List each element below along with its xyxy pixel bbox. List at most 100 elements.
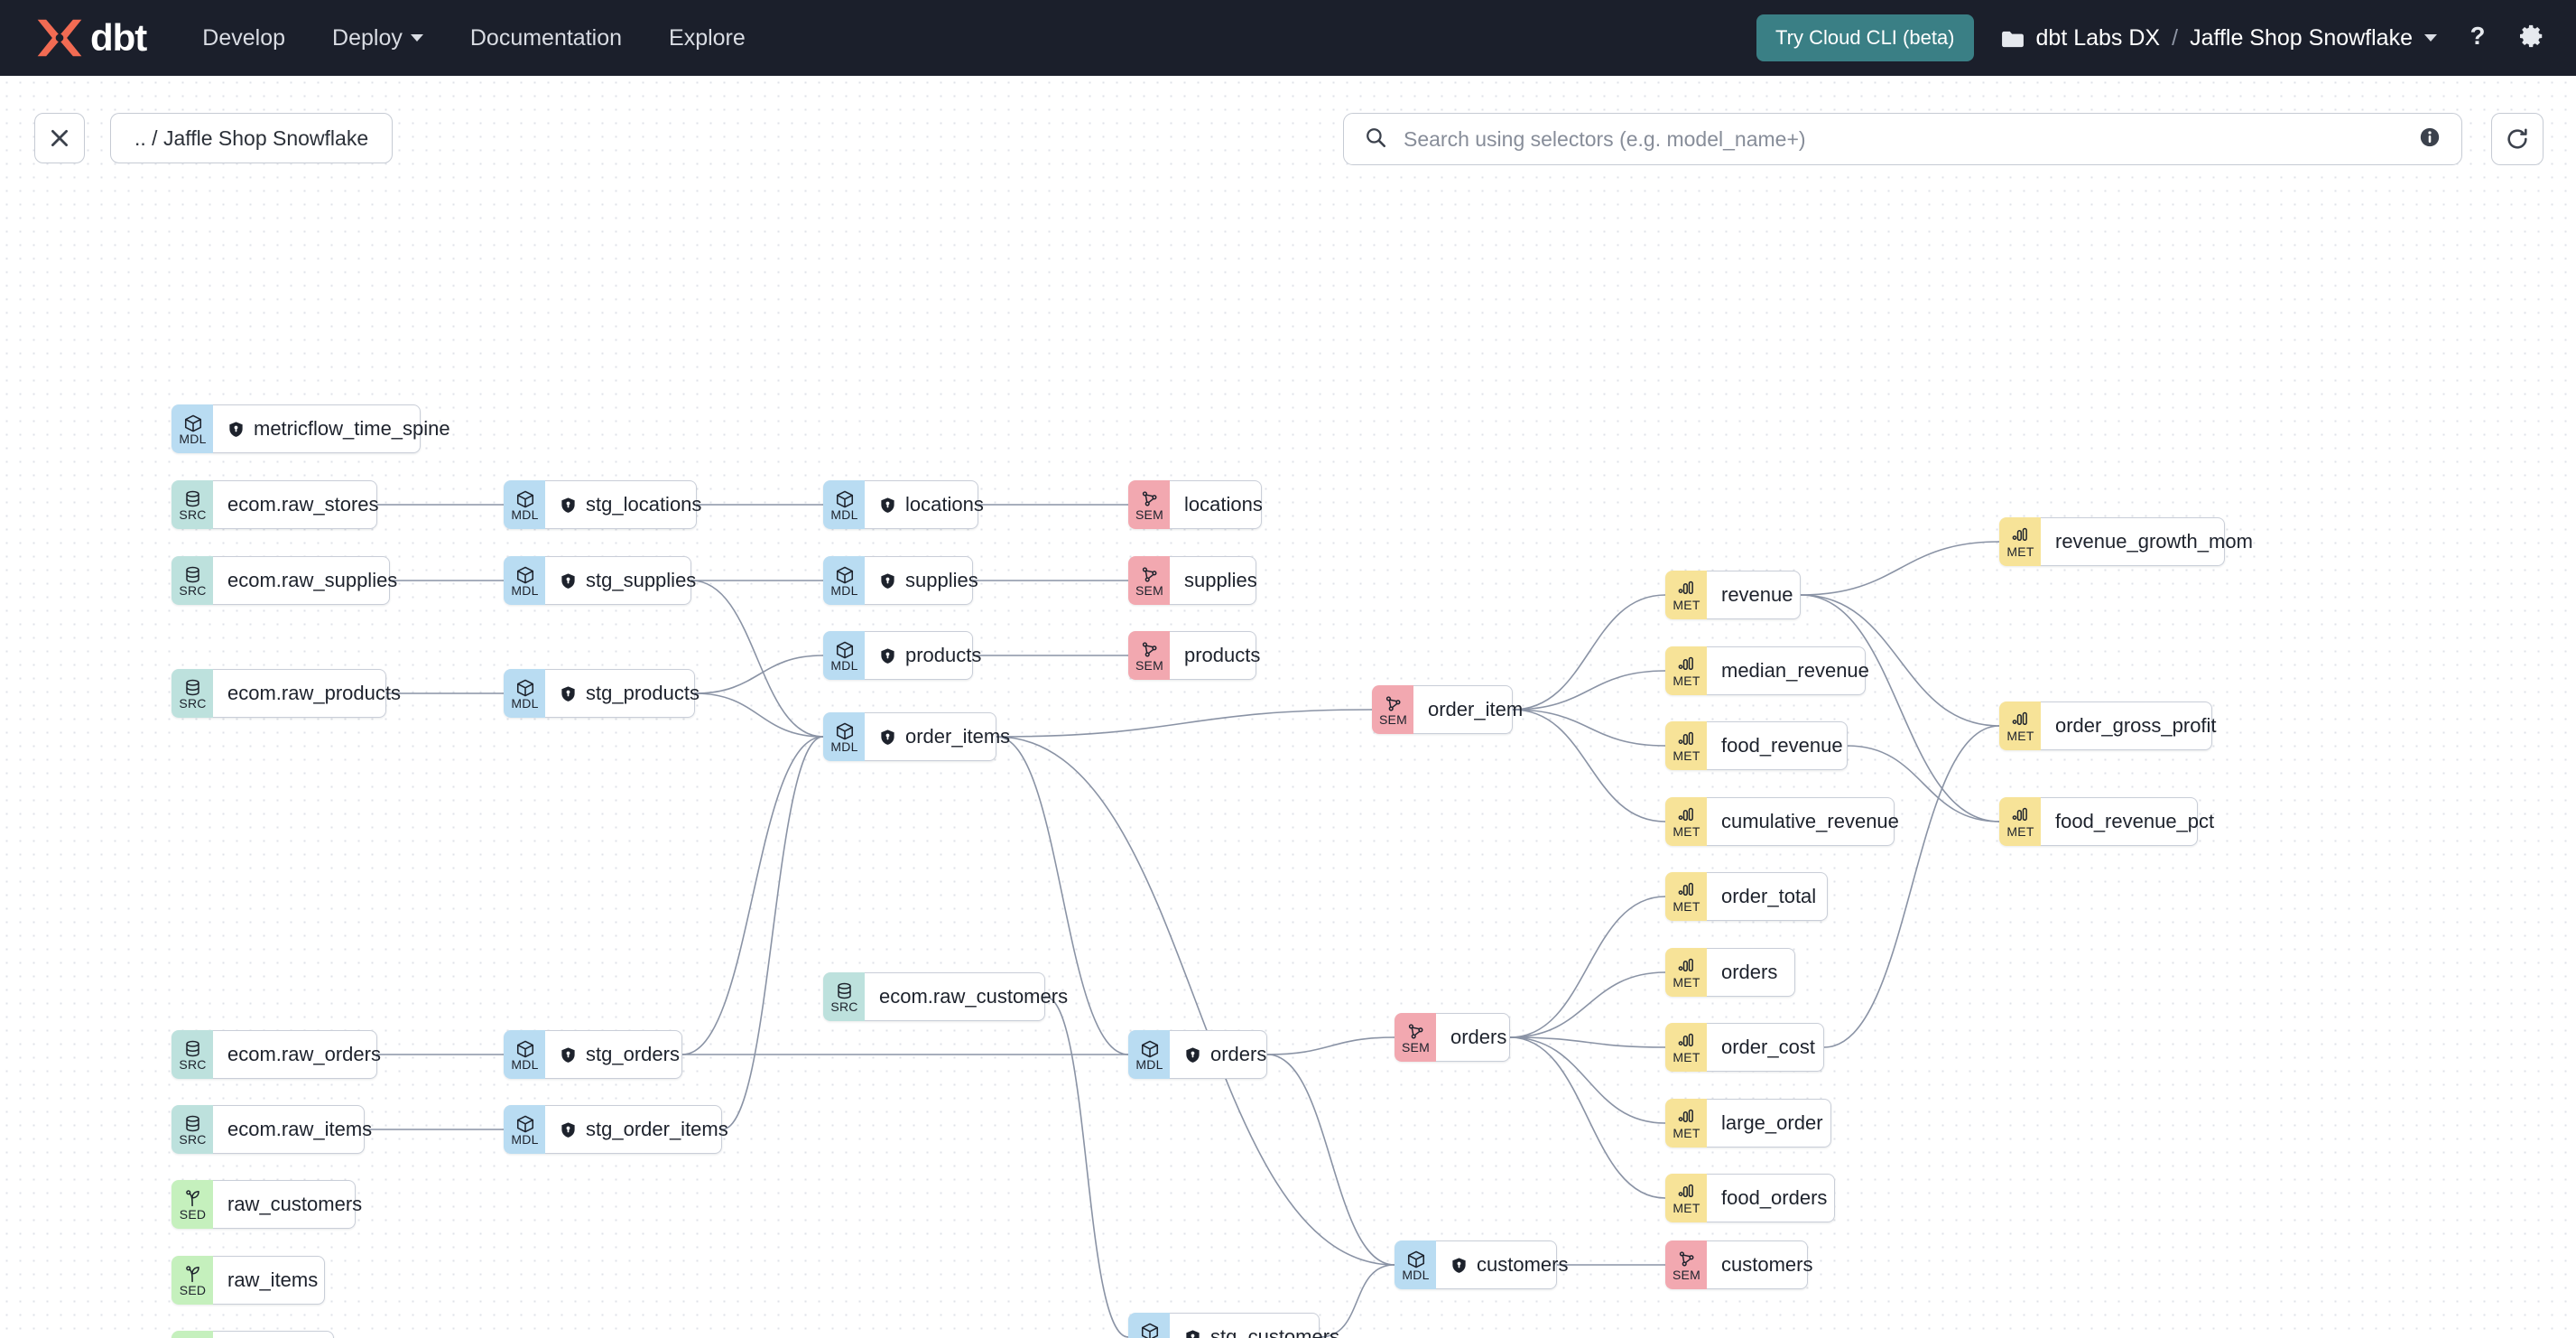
- graph-edge-sem_orders-to-met_orders: [1509, 971, 1666, 1038]
- graph-node-label: ecom.raw_stores: [227, 493, 379, 516]
- graph-node-body: ecom.raw_supplies: [213, 556, 397, 605]
- mdl-type-badge: MDL: [1128, 1030, 1170, 1079]
- breadcrumb-account[interactable]: dbt Labs DX: [2035, 24, 2161, 51]
- node-type-code: MET: [1673, 597, 1700, 612]
- mdl-type-badge: MDL: [504, 1030, 545, 1079]
- src-type-badge: SRC: [171, 1105, 213, 1154]
- graph-node-body: ecom.raw_customers: [865, 972, 1068, 1021]
- graph-node-label: locations: [905, 493, 984, 516]
- breadcrumb-project[interactable]: Jaffle Shop Snowflake: [2190, 24, 2413, 51]
- chevron-down-icon: [410, 34, 423, 42]
- graph-edge-sem_order_item-to-met_food_revenue: [1512, 709, 1666, 747]
- nav-link-documentation[interactable]: Documentation: [470, 25, 622, 51]
- graph-node-met_cumulative_revenue[interactable]: MET cumulative_revenue: [1665, 797, 1899, 846]
- node-type-code: MET: [1673, 823, 1700, 839]
- info-icon[interactable]: [2418, 125, 2442, 153]
- graph-node-sem_customers[interactable]: SEM customers: [1665, 1240, 1812, 1289]
- database-icon: [183, 1114, 202, 1134]
- node-type-code: MET: [1673, 748, 1700, 763]
- graph-node-label: customers: [1721, 1253, 1813, 1276]
- graph-node-src_raw_stores[interactable]: SRC ecom.raw_stores: [171, 480, 379, 529]
- shield-icon: [227, 421, 245, 438]
- graph-edge-mdl_order_items-to-sem_order_item: [996, 709, 1373, 738]
- try-cloud-cli-button[interactable]: Try Cloud CLI (beta): [1756, 14, 1974, 61]
- search-input[interactable]: [1402, 125, 2418, 153]
- database-icon: [183, 678, 202, 698]
- met-type-badge: MET: [1665, 1174, 1707, 1222]
- met-type-badge: MET: [1665, 646, 1707, 695]
- graph-node-label: cumulative_revenue: [1721, 810, 1899, 832]
- graph-node-label: ecom.raw_supplies: [227, 569, 398, 591]
- node-type-code: MDL: [511, 1056, 539, 1072]
- nav-link-explore[interactable]: Explore: [669, 25, 746, 51]
- refresh-button[interactable]: [2491, 113, 2544, 165]
- sem-type-badge: SEM: [1128, 556, 1170, 605]
- graph-edge-stg_products-to-mdl_order_items: [694, 692, 824, 738]
- lineage-search-box[interactable]: [1343, 113, 2462, 165]
- project-chevron-down-icon[interactable]: [2424, 34, 2437, 42]
- graph-node-body: orders: [1707, 948, 1795, 997]
- node-type-code: SRC: [179, 506, 207, 522]
- primary-nav-links: Develop Deploy Documentation Explore: [202, 25, 745, 51]
- graph-node-body: orders: [1170, 1030, 1267, 1079]
- help-question-mark-icon[interactable]: ?: [2464, 21, 2491, 54]
- cube-icon: [835, 640, 855, 660]
- graph-node-body: stg_products: [545, 669, 700, 718]
- cube-icon: [515, 1039, 535, 1059]
- graph-node-body: cumulative_revenue: [1707, 797, 1899, 846]
- close-button[interactable]: [34, 113, 85, 163]
- project-breadcrumb-chip[interactable]: .. / Jaffle Shop Snowflake: [110, 113, 394, 163]
- node-type-code: SEM: [1673, 1267, 1700, 1282]
- bar-chart-icon: [2011, 526, 2030, 546]
- graph-node-body: products: [1170, 631, 1260, 680]
- graph-node-label: stg_customers: [1210, 1325, 1340, 1338]
- breadcrumb-separator: /: [2172, 24, 2179, 51]
- gear-icon[interactable]: [2518, 23, 2545, 54]
- graph-edge-mdl_stg_customers-to-mdl_customers: [1319, 1264, 1395, 1338]
- bar-chart-icon: [1677, 1032, 1696, 1052]
- nav-link-develop[interactable]: Develop: [202, 25, 285, 51]
- dbt-logo[interactable]: dbt: [34, 17, 147, 59]
- node-type-code: MDL: [511, 506, 539, 522]
- nav-link-deploy[interactable]: Deploy: [332, 25, 423, 51]
- cube-icon: [515, 489, 535, 509]
